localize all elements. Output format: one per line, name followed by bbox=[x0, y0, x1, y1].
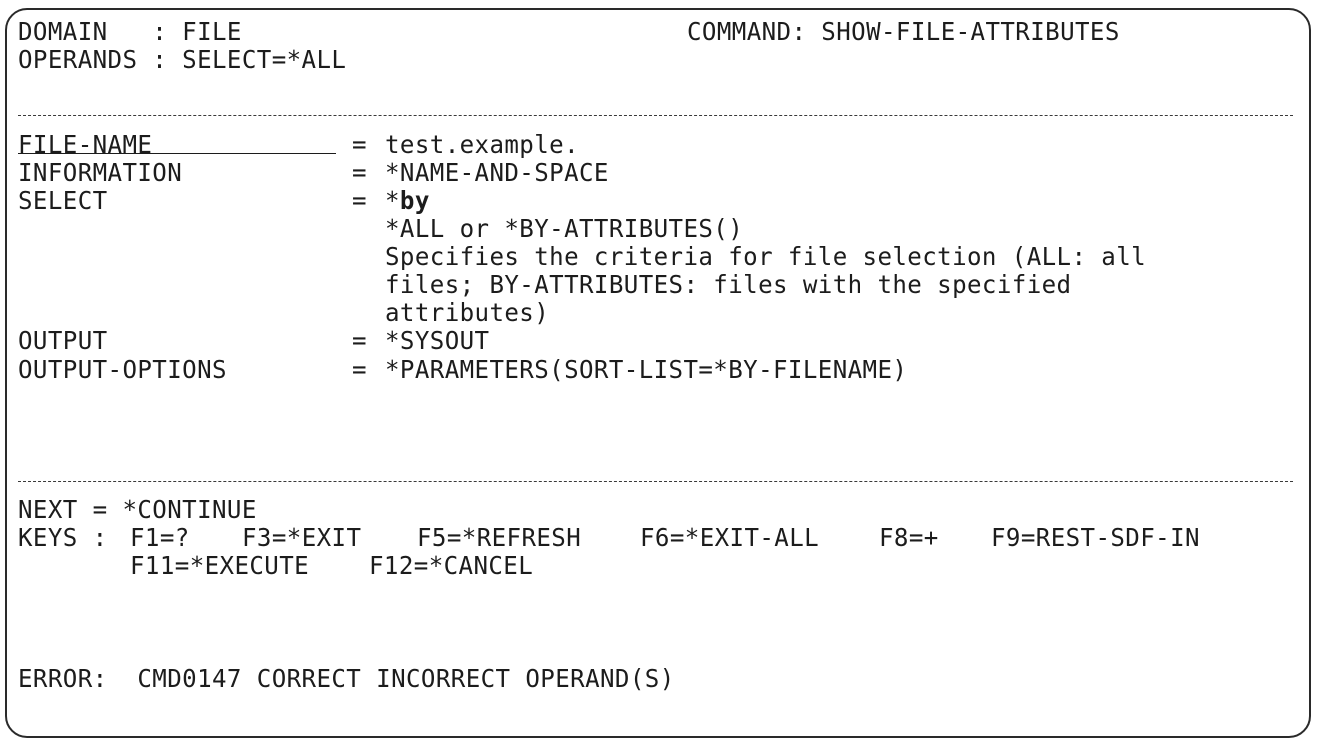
select-equals: = bbox=[352, 186, 367, 215]
output-field[interactable]: *SYSOUT bbox=[385, 326, 490, 355]
select-help-line-1: *ALL or *BY-ATTRIBUTES() bbox=[385, 214, 744, 243]
next-field[interactable]: NEXT = *CONTINUE bbox=[18, 495, 257, 524]
file-name-field[interactable]: test.example. bbox=[385, 130, 579, 159]
select-help-line-3: files; BY-ATTRIBUTES: files with the spe… bbox=[385, 270, 1072, 299]
select-label: SELECT bbox=[18, 186, 108, 215]
output-options-label: OUTPUT-OPTIONS bbox=[18, 355, 227, 384]
output-label: OUTPUT bbox=[18, 326, 108, 355]
select-field[interactable]: *by bbox=[385, 187, 430, 215]
file-name-underline bbox=[18, 153, 336, 154]
output-options-field[interactable]: *PARAMETERS(SORT-LIST=*BY-FILENAME) bbox=[385, 355, 908, 384]
operands-label: OPERANDS : SELECT=*ALL bbox=[18, 45, 347, 74]
separator-top bbox=[18, 115, 1293, 116]
key-f8[interactable]: F8=+ bbox=[879, 523, 939, 552]
select-value-prefix: * bbox=[385, 186, 400, 215]
key-f11[interactable]: F11=*EXECUTE bbox=[130, 551, 310, 580]
separator-bottom bbox=[18, 481, 1293, 482]
information-field[interactable]: *NAME-AND-SPACE bbox=[385, 158, 609, 187]
key-f9[interactable]: F9=REST-SDF-IN bbox=[991, 523, 1200, 552]
terminal-screen bbox=[5, 8, 1311, 738]
select-help-line-4: attributes) bbox=[385, 298, 550, 327]
file-name-label: FILE-NAME bbox=[18, 130, 153, 159]
select-help-line-2: Specifies the criteria for file selectio… bbox=[385, 242, 1147, 271]
key-f12[interactable]: F12=*CANCEL bbox=[369, 551, 534, 580]
key-f3[interactable]: F3=*EXIT bbox=[242, 523, 362, 552]
key-f1[interactable]: F1=? bbox=[130, 523, 190, 552]
file-name-equals: = bbox=[352, 130, 367, 159]
keys-label: KEYS : bbox=[18, 523, 108, 552]
information-equals: = bbox=[352, 158, 367, 187]
domain-label: DOMAIN : FILE bbox=[18, 17, 242, 46]
information-label: INFORMATION bbox=[18, 158, 183, 187]
error-message: ERROR: CMD0147 CORRECT INCORRECT OPERAND… bbox=[18, 664, 675, 693]
select-value-input: by bbox=[399, 186, 430, 215]
command-label: COMMAND: SHOW-FILE-ATTRIBUTES bbox=[687, 17, 1120, 46]
output-options-equals: = bbox=[352, 355, 367, 384]
output-equals: = bbox=[352, 326, 367, 355]
key-f5[interactable]: F5=*REFRESH bbox=[417, 523, 582, 552]
key-f6[interactable]: F6=*EXIT-ALL bbox=[640, 523, 820, 552]
